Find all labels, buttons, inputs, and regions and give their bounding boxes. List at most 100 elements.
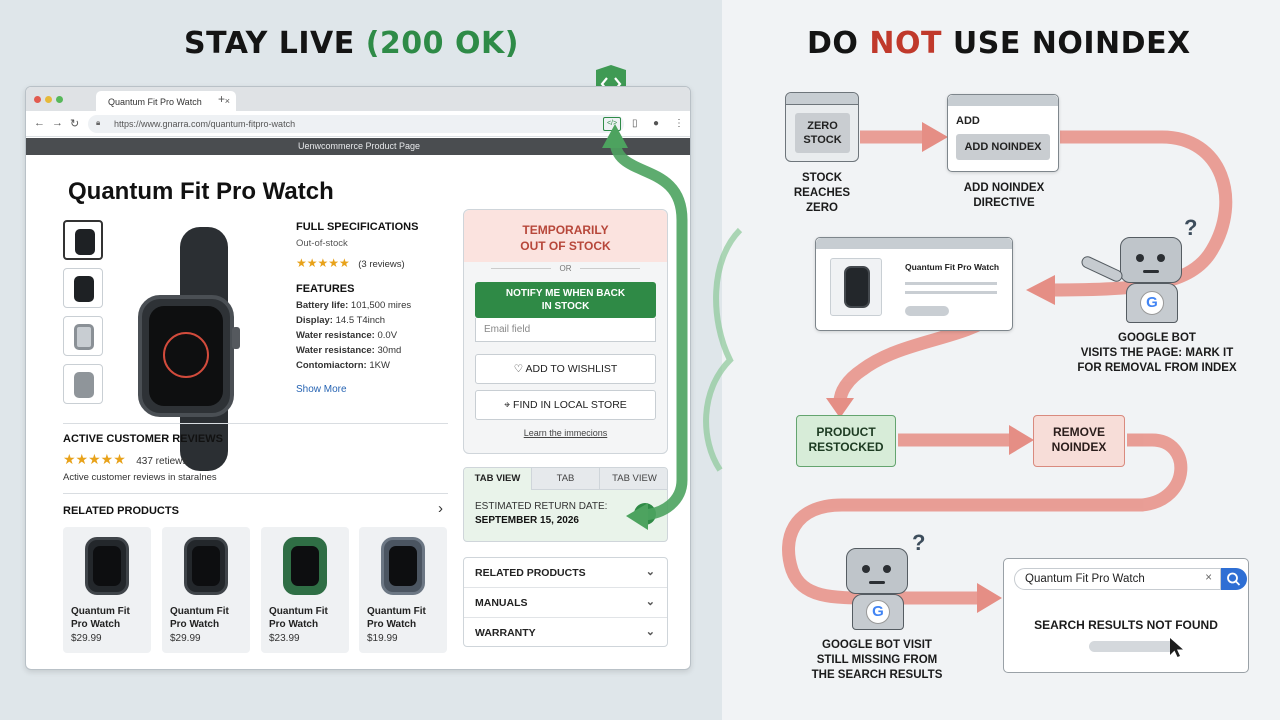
- thumbnail-4[interactable]: [63, 364, 103, 404]
- thumbnail-1[interactable]: [63, 220, 103, 260]
- search-input[interactable]: Quantum Fit Pro Watch ×: [1014, 568, 1221, 590]
- feature-row: Water resistance: 30md: [296, 345, 402, 356]
- close-dot[interactable]: [34, 96, 41, 103]
- search-button[interactable]: [1221, 568, 1247, 590]
- heart-icon: ♡: [513, 363, 524, 375]
- star-rating-icon: ★★★★★: [296, 256, 350, 270]
- learn-link[interactable]: Learn the immecions: [523, 428, 608, 438]
- reload-icon[interactable]: ↻: [70, 118, 80, 130]
- accordion-manuals[interactable]: MANUALS⌄: [464, 588, 667, 618]
- out-of-stock-panel: TEMPORARILY OUT OF STOCK OR NOTIFY ME WH…: [463, 209, 668, 454]
- add-noindex-directive-label: ADD NOINDEX DIRECTIVE: [963, 182, 1045, 209]
- related-product-card[interactable]: Quantum Fit Pro Watch $23.99: [261, 527, 349, 653]
- new-tab-icon[interactable]: +: [218, 92, 226, 106]
- email-field[interactable]: Email field: [475, 318, 656, 342]
- tab-view-panel: TAB VIEW TAB TAB VIEW ESTIMATED RETURN D…: [463, 467, 668, 542]
- chevron-down-icon: ⌄: [645, 596, 655, 608]
- back-icon[interactable]: ←: [34, 117, 45, 129]
- tab-title: Quantum Fit Pro Watch: [108, 97, 202, 107]
- heading-prefix: STAY LIVE: [184, 26, 366, 61]
- accordion-related-products[interactable]: RELATED PRODUCTS⌄: [464, 558, 667, 588]
- card-name: Quantum Fit Pro Watch: [269, 606, 328, 630]
- address-bar[interactable]: 🔒︎ https://www.gnarra.com/quantum-fitpro…: [88, 115, 624, 133]
- tab-view-1[interactable]: TAB VIEW: [464, 468, 532, 490]
- heading-status: (200 OK): [365, 26, 519, 61]
- find-in-store-button[interactable]: ⌖ FIND IN LOCAL STORE: [475, 390, 656, 420]
- menu-icon[interactable]: ⋮: [674, 118, 684, 129]
- clear-icon[interactable]: ×: [1205, 572, 1212, 584]
- product-card-title: Quantum Fit Pro Watch: [905, 262, 1000, 272]
- minimize-dot[interactable]: [45, 96, 52, 103]
- address-row: ← → ↻ 🔒︎ https://www.gnarra.com/quantum-…: [26, 111, 690, 137]
- features-list: Battery life: 101,500 mires Display: 14.…: [296, 300, 456, 375]
- calendar-header: [786, 93, 858, 105]
- empty-result-placeholder: [1089, 641, 1177, 652]
- sidebar-icon[interactable]: ▯: [632, 118, 638, 129]
- related-product-card[interactable]: Quantum Fit Pro Watch $29.99: [162, 527, 250, 653]
- related-next-icon[interactable]: ›: [438, 500, 443, 517]
- reviews-count[interactable]: 437 retiews: [136, 456, 188, 467]
- accordion: RELATED PRODUCTS⌄ MANUALS⌄ WARRANTY⌄: [463, 557, 668, 647]
- maximize-dot[interactable]: [56, 96, 63, 103]
- feature-row: Water resistance: 0.0V: [296, 330, 398, 341]
- lock-icon: 🔒︎: [96, 118, 101, 127]
- heading-suffix: USE NOINDEX: [941, 26, 1191, 61]
- tab-close-icon[interactable]: ×: [224, 96, 230, 106]
- zero-stock-box: ZERO STOCK: [795, 113, 850, 153]
- thumbnail-2[interactable]: [63, 268, 103, 308]
- card-price: $23.99: [269, 633, 300, 644]
- zero-stock-calendar: ZERO STOCK: [785, 92, 859, 162]
- tab-view-2[interactable]: TAB: [532, 468, 600, 490]
- related-product-card[interactable]: Quantum Fit Pro Watch $19.99: [359, 527, 447, 653]
- product-restocked-box: PRODUCT RESTOCKED: [796, 415, 896, 467]
- or-separator: OR: [464, 264, 667, 273]
- card-price: $19.99: [367, 633, 398, 644]
- divider: [63, 493, 448, 494]
- accordion-warranty[interactable]: WARRANTY⌄: [475, 626, 655, 639]
- forward-icon[interactable]: →: [52, 117, 63, 129]
- google-bot-missing-caption: GOOGLE BOT VISIT STILL MISSING FROM THE …: [811, 639, 943, 681]
- reviews-heading: ACTIVE CUSTOMER REVIEWS: [63, 433, 223, 445]
- divider: [63, 423, 448, 424]
- product-thumbnail: [830, 258, 882, 316]
- product-title: Quantum Fit Pro Watch: [68, 178, 334, 205]
- browser-tab-bar: Quantum Fit Pro Watch × +: [26, 87, 690, 111]
- thumbnail-3[interactable]: [63, 316, 103, 356]
- rating: ★★★★★ (3 reviews): [296, 254, 405, 272]
- show-more-link[interactable]: Show More: [296, 384, 347, 395]
- window-bar: [948, 95, 1058, 106]
- browser-tab[interactable]: Quantum Fit Pro Watch ×: [96, 91, 236, 111]
- google-icon: G: [866, 600, 890, 624]
- stock-status: Out-of-stock: [296, 238, 348, 249]
- specs-heading: FULL SPECIFICATIONS: [296, 221, 419, 233]
- chevron-down-icon: ⌄: [645, 566, 655, 578]
- star-rating-icon: ★★★★★: [63, 451, 126, 467]
- notify-me-button[interactable]: NOTIFY ME WHEN BACK IN STOCK: [475, 282, 656, 318]
- browser-window: Quantum Fit Pro Watch × + ← → ↻ 🔒︎ https…: [25, 86, 691, 670]
- robot-icon: [1120, 237, 1182, 283]
- card-name: Quantum Fit Pro Watch: [367, 606, 426, 630]
- card-name: Quantum Fit Pro Watch: [170, 606, 229, 630]
- return-date: SEPTEMBER 15, 2026: [475, 515, 579, 526]
- out-of-stock-title: TEMPORARILY OUT OF STOCK: [520, 223, 611, 253]
- window-bar: [816, 238, 1012, 249]
- search-results-panel: Quantum Fit Pro Watch × SEARCH RESULTS N…: [1003, 558, 1249, 673]
- related-product-card[interactable]: Quantum Fit Pro Watch $29.99: [63, 527, 151, 653]
- stay-live-heading: STAY LIVE (200 OK): [184, 26, 519, 61]
- add-to-wishlist-button[interactable]: ♡ ADD TO WISHLIST: [475, 354, 656, 384]
- features-heading: FEATURES: [296, 283, 355, 295]
- card-price: $29.99: [71, 633, 102, 644]
- stock-reaches-zero-label: STOCK REACHES ZERO: [793, 172, 851, 214]
- product-page-card: Quantum Fit Pro Watch: [815, 237, 1013, 331]
- add-noindex-button[interactable]: ADD NOINDEX: [956, 134, 1050, 160]
- google-bot-visit-caption: GOOGLE BOT VISITS THE PAGE: MARK IT FOR …: [1077, 332, 1237, 374]
- profile-icon[interactable]: ●: [653, 118, 660, 129]
- related-heading: RELATED PRODUCTS: [63, 505, 179, 517]
- reviews-count[interactable]: (3 reviews): [358, 259, 405, 270]
- page-banner: Uenwcommerce Product Page: [26, 138, 690, 155]
- card-price: $29.99: [170, 633, 201, 644]
- reviews-subtext: Active customer reviews in staralnes: [63, 472, 217, 483]
- add-label: ADD: [956, 115, 980, 127]
- reviews-rating: ★★★★★ 437 retiews: [63, 451, 187, 469]
- tab-view-3[interactable]: TAB VIEW: [600, 468, 667, 490]
